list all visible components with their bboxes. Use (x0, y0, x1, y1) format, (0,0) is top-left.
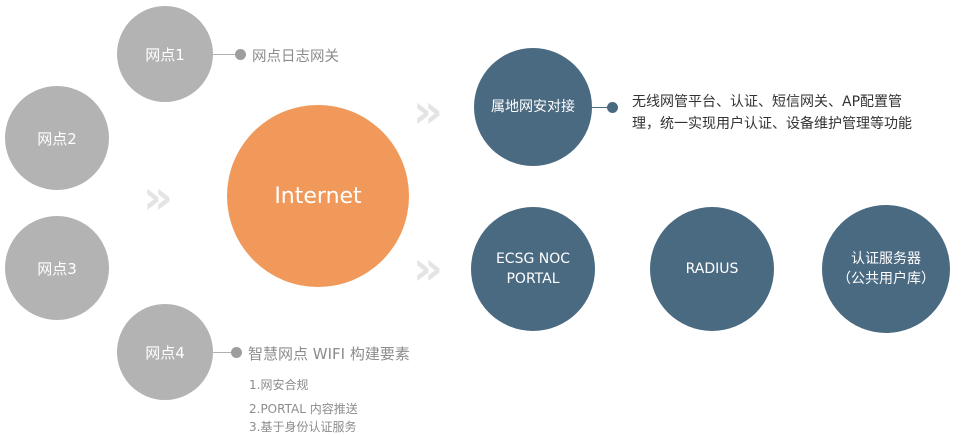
local-security-node: 属地网安对接 (474, 48, 592, 166)
local-description-line-1: 无线网管平台、认证、短信网关、AP配置管 (632, 94, 903, 110)
node-4-item-3: 3.基于身份认证服务 (249, 420, 357, 434)
node-1-connector (213, 54, 239, 55)
node-1-dot (235, 49, 246, 60)
node-1: 网点1 (117, 6, 213, 102)
local-connector (592, 107, 610, 108)
node-4-title: 智慧网点 WIFI 构建要素 (248, 345, 410, 363)
node-4-item-1: 1.网安合规 (249, 378, 309, 392)
local-description: 无线网管平台、认证、短信网关、AP配置管 理，统一实现用户认证、设备维护管理等功… (632, 91, 968, 135)
arrow-internet-to-local-icon: ›› (413, 84, 443, 138)
node-4: 网点4 (117, 304, 213, 400)
auth-server-label: 认证服务器 （公共用户库） (837, 251, 935, 287)
ecsg-noc-portal-label: ECSG NOC PORTAL (495, 251, 571, 287)
arrow-internet-to-services-icon: ›› (413, 241, 443, 295)
internet-label: Internet (274, 183, 362, 209)
node-3-label: 网点3 (37, 259, 77, 278)
auth-server-node: 认证服务器 （公共用户库） (822, 205, 950, 333)
node-4-dot (231, 347, 242, 358)
radius-node: RADIUS (650, 207, 774, 331)
node-4-label: 网点4 (145, 343, 185, 362)
internet-node: Internet (227, 105, 409, 287)
ecsg-noc-portal-node: ECSG NOC PORTAL (471, 207, 595, 331)
node-4-connector (213, 352, 233, 353)
local-dot (607, 102, 618, 113)
node-1-label: 网点1 (145, 45, 185, 64)
node-1-note: 网点日志网关 (252, 49, 339, 65)
radius-label: RADIUS (685, 261, 739, 277)
node-2: 网点2 (5, 86, 109, 190)
node-2-label: 网点2 (37, 129, 77, 148)
local-security-label: 属地网安对接 (491, 99, 575, 115)
node-3: 网点3 (5, 216, 109, 320)
arrow-left-to-internet-icon: ›› (143, 170, 173, 224)
local-description-line-2: 理，统一实现用户认证、设备维护管理等功能 (632, 116, 912, 132)
node-4-item-2: 2.PORTAL 内容推送 (249, 402, 358, 416)
